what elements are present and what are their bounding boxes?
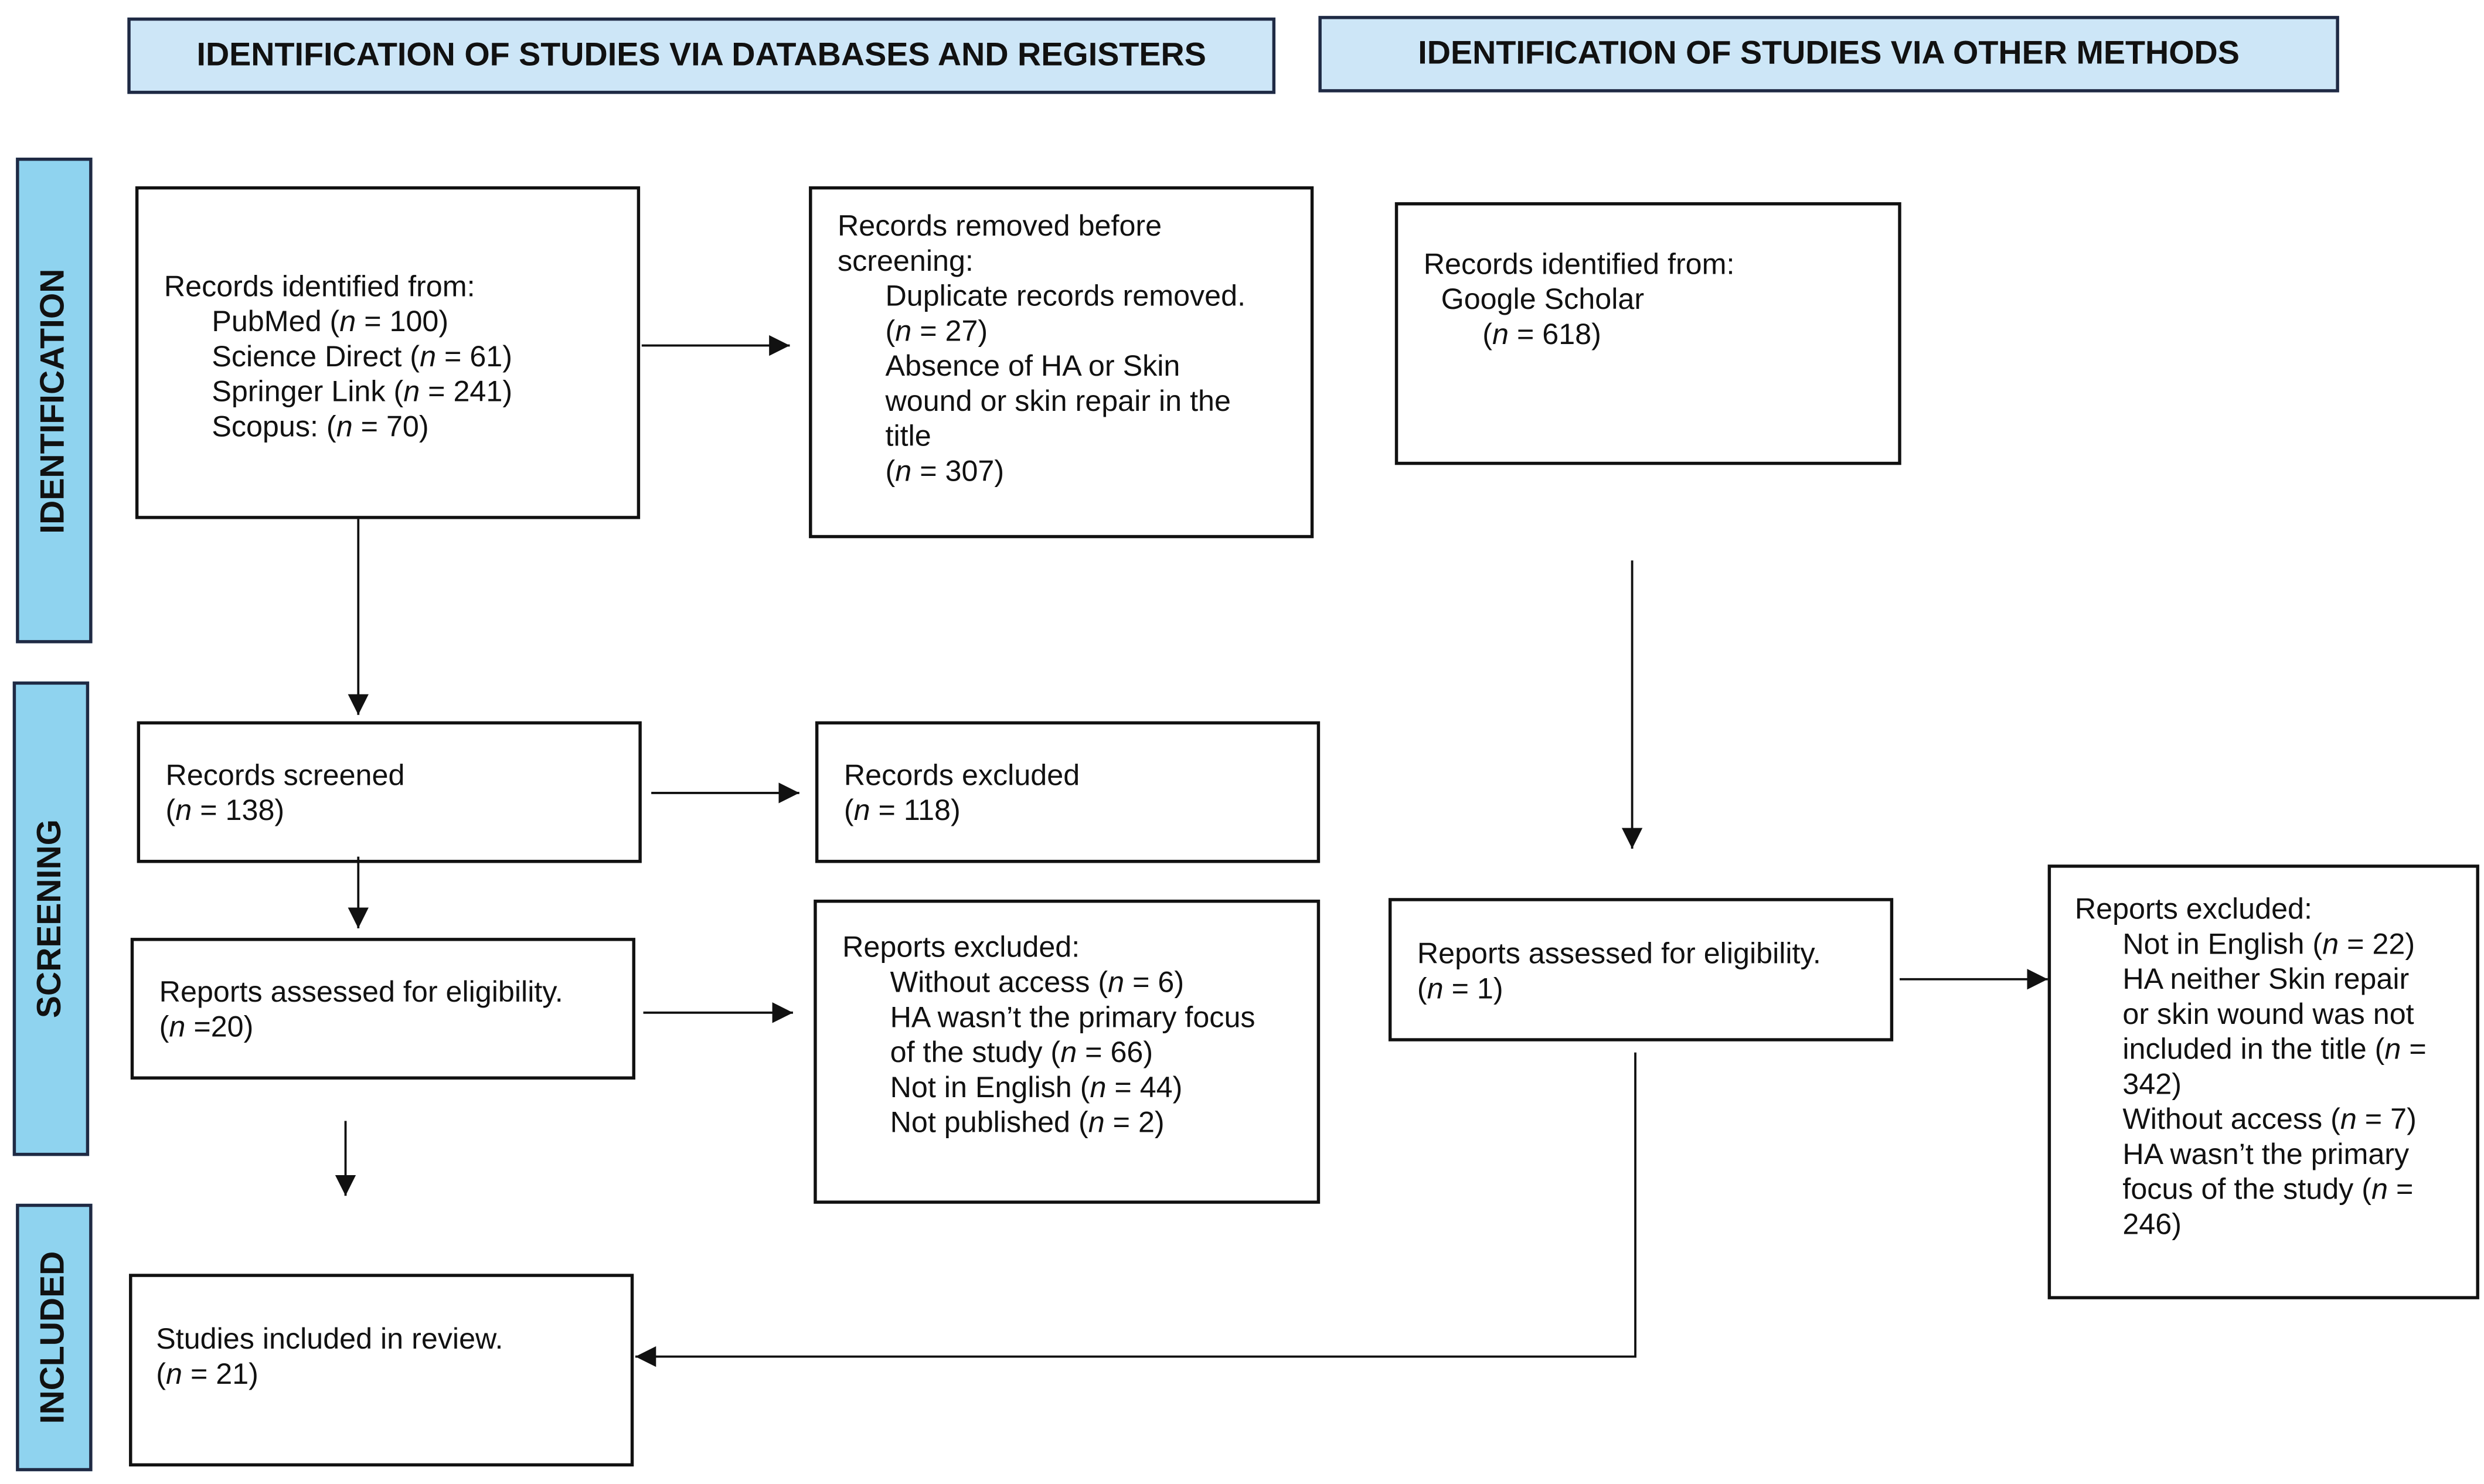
reports-assessed-count: (n =20) xyxy=(159,1009,254,1043)
duplicates-label: Duplicate records removed. xyxy=(885,278,1246,312)
excluded-not-primary-line-2: of the study (n = 66) xyxy=(890,1034,1153,1068)
reports-assessed-title: Reports assessed for eligibility. xyxy=(159,974,563,1008)
box-reports-assessed: Reports assessed for eligibility. (n =20… xyxy=(130,938,635,1080)
records-excluded-title: Records excluded xyxy=(843,758,1080,792)
records-identified-title: Records identified from: xyxy=(164,269,475,303)
box-other-excluded: Reports excluded: Not in English (n = 22… xyxy=(2047,864,2479,1299)
studies-included-count: (n = 21) xyxy=(156,1356,258,1390)
box-reports-excluded: Reports excluded: Without access (n = 6)… xyxy=(814,899,1321,1204)
source-scopus: Scopus: (n = 70) xyxy=(212,409,429,443)
records-screened-title: Records screened xyxy=(165,758,405,792)
arrow-other-assessed-to-included xyxy=(635,1052,1636,1367)
records-removed-title: Records removed before xyxy=(837,208,1162,242)
excluded-not-english: Not in English (n = 44) xyxy=(890,1070,1183,1104)
other-excluded-not-primary-count: 246) xyxy=(2122,1207,2182,1241)
header-databases: IDENTIFICATION OF STUDIES VIA DATABASES … xyxy=(127,17,1276,94)
box-records-screened: Records screened (n = 138) xyxy=(137,721,642,863)
reports-excluded-title: Reports excluded: xyxy=(842,930,1080,964)
absence-count: (n = 307) xyxy=(885,454,1005,488)
absence-line-3: title xyxy=(885,418,931,452)
duplicates-count: (n = 27) xyxy=(885,314,988,348)
source-pubmed: PubMed (n = 100) xyxy=(212,304,449,338)
other-excluded-not-primary-line-2: focus of the study (n = xyxy=(2122,1172,2414,1206)
stage-included: INCLUDED xyxy=(16,1203,93,1472)
other-excluded-title-count: 342) xyxy=(2122,1067,2182,1101)
header-databases-text: IDENTIFICATION OF STUDIES VIA DATABASES … xyxy=(196,36,1206,73)
records-excluded-count: (n = 118) xyxy=(843,792,961,826)
source-springer-link: Springer Link (n = 241) xyxy=(212,374,513,408)
box-records-removed: Records removed before screening: Duplic… xyxy=(809,186,1314,539)
other-assessed-title: Reports assessed for eligibility. xyxy=(1417,936,1821,970)
records-removed-subtitle: screening: xyxy=(837,243,974,277)
excluded-not-primary-line-1: HA wasn’t the primary focus xyxy=(890,1000,1255,1034)
stage-screening: SCREENING xyxy=(12,681,90,1156)
other-excluded-without-access: Without access (n = 7) xyxy=(2122,1101,2417,1136)
other-excluded-not-primary-line-1: HA wasn’t the primary xyxy=(2122,1136,2410,1170)
box-other-identified: Records identified from: Google Scholar … xyxy=(1394,202,1901,465)
source-google-scholar: Google Scholar xyxy=(1441,281,1645,315)
absence-line-2: wound or skin repair in the xyxy=(885,383,1231,417)
excluded-without-access: Without access (n = 6) xyxy=(890,965,1185,999)
other-excluded-title-line-2: or skin wound was not xyxy=(2122,996,2414,1030)
other-excluded-title-line-1: HA neither Skin repair xyxy=(2122,961,2410,995)
box-studies-included: Studies included in review. (n = 21) xyxy=(129,1274,634,1467)
header-other-methods: IDENTIFICATION OF STUDIES VIA OTHER METH… xyxy=(1318,16,2339,93)
other-identified-title: Records identified from: xyxy=(1423,247,1735,281)
header-other-text: IDENTIFICATION OF STUDIES VIA OTHER METH… xyxy=(1418,35,2240,72)
studies-included-title: Studies included in review. xyxy=(156,1321,503,1355)
box-records-excluded: Records excluded (n = 118) xyxy=(815,721,1321,863)
source-science-direct: Science Direct (n = 61) xyxy=(212,339,512,373)
google-scholar-count: (n = 618) xyxy=(1482,316,1601,350)
other-excluded-title-line-3: included in the title (n = xyxy=(2122,1032,2427,1066)
other-excluded-not-english: Not in English (n = 22) xyxy=(2122,927,2415,961)
stage-identification: IDENTIFICATION xyxy=(16,157,93,644)
other-excluded-title: Reports excluded: xyxy=(2074,891,2312,925)
box-other-assessed: Reports assessed for eligibility. (n = 1… xyxy=(1388,898,1894,1041)
excluded-not-published: Not published (n = 2) xyxy=(890,1105,1165,1139)
absence-line-1: Absence of HA or Skin xyxy=(885,348,1180,383)
other-assessed-count: (n = 1) xyxy=(1417,971,1503,1005)
records-screened-count: (n = 138) xyxy=(165,792,285,826)
box-records-identified: Records identified from: PubMed (n = 100… xyxy=(135,186,641,519)
